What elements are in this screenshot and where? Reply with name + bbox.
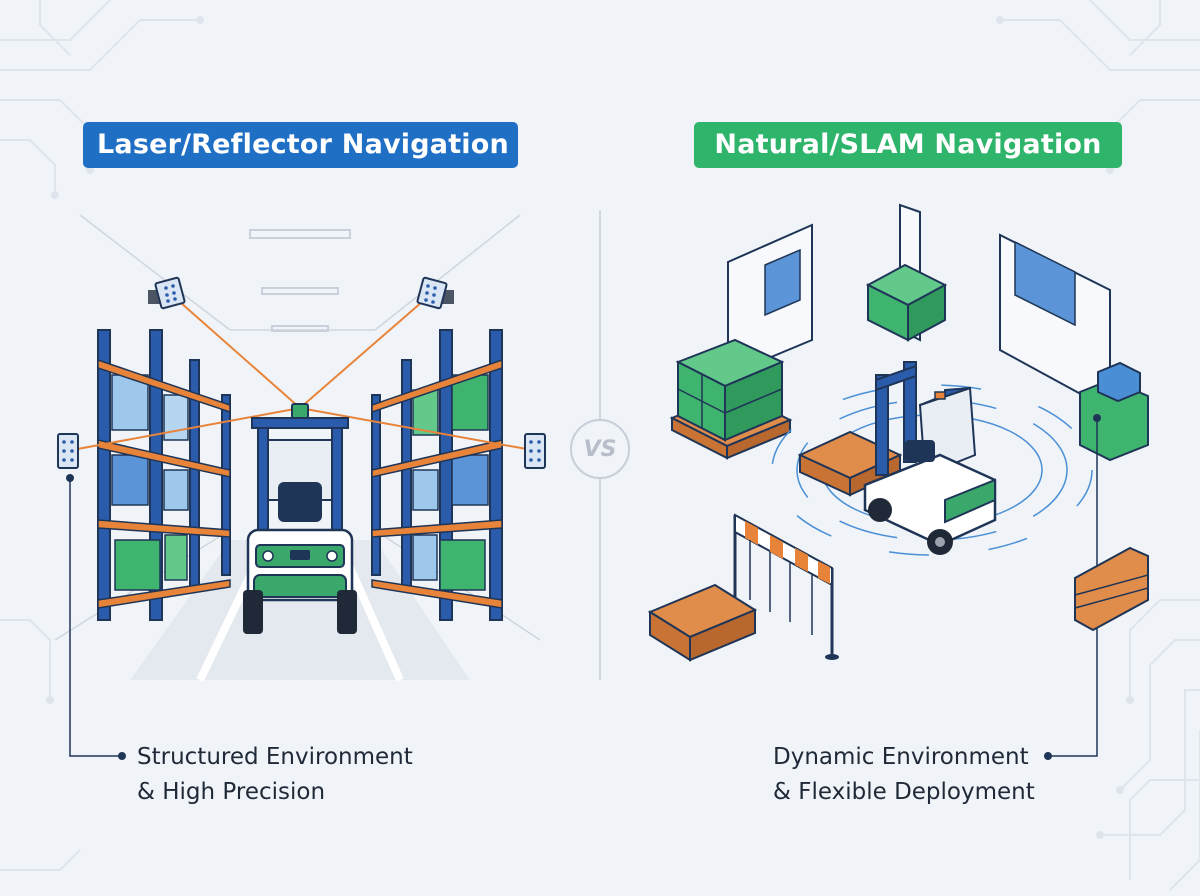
circuit-node-dots (46, 16, 1134, 839)
crate-icon (865, 263, 948, 342)
pallet-with-crates (669, 338, 793, 460)
forklift-icon (863, 361, 997, 555)
vs-badge: VS (570, 419, 630, 479)
slam-warehouse-scene (647, 203, 1149, 760)
reflector-panel-icon (148, 276, 186, 310)
laser-caption-line1: Structured Environment (137, 744, 413, 770)
laser-caption-line2: & High Precision (137, 779, 326, 805)
slam-navigation-title: Natural/SLAM Navigation (694, 122, 1122, 168)
laser-caption: Structured Environment & High Precision (137, 740, 413, 810)
right-storage-rack (371, 329, 503, 621)
forklift-icon (243, 403, 357, 634)
slam-caption-line2: & Flexible Deployment (773, 779, 1035, 805)
left-callout-connector (66, 474, 126, 760)
barrier-icon (728, 513, 839, 660)
laser-beams (71, 294, 533, 451)
reflector-panel-icon (524, 433, 546, 469)
laser-warehouse-scene (54, 214, 546, 760)
slam-caption: Dynamic Environment & Flexible Deploymen… (773, 740, 1035, 810)
slam-caption-line1: Dynamic Environment (773, 744, 1029, 770)
pallet-icon (647, 583, 758, 662)
reflector-panel-icon (416, 276, 454, 310)
right-callout-connector (1044, 414, 1101, 760)
pallet-icon (1074, 546, 1149, 632)
laser-navigation-title: Laser/Reflector Navigation (83, 122, 518, 168)
left-storage-rack (97, 329, 231, 621)
reflector-panel-icon (57, 433, 79, 469)
